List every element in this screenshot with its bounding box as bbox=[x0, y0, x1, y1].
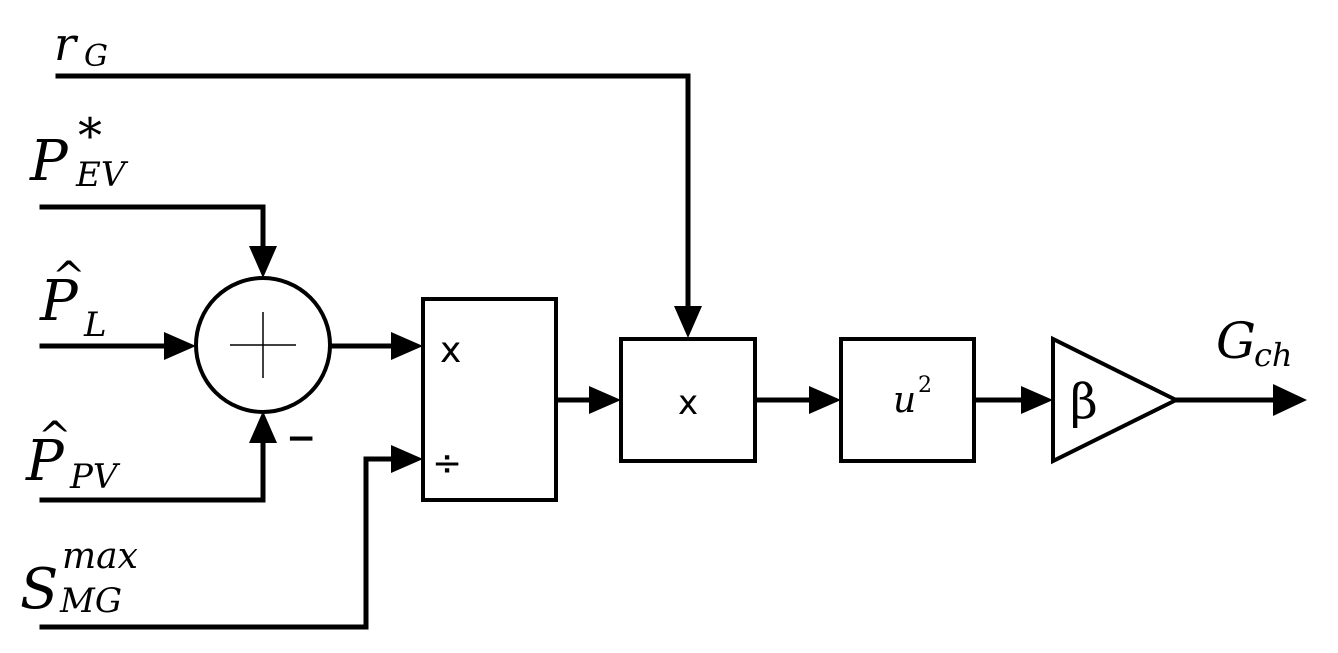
divider-denominator-label: ÷ bbox=[432, 443, 462, 484]
label-rg-sub: G bbox=[84, 39, 108, 74]
divider-numerator-label: x bbox=[440, 330, 461, 371]
label-ppv-hat: ^ bbox=[38, 414, 72, 460]
wire-pev bbox=[39, 204, 266, 255]
label-pl: ^ P L bbox=[39, 254, 107, 345]
label-ppv-main: P bbox=[25, 429, 65, 494]
arrowhead-div-to-mult bbox=[589, 386, 621, 414]
square-base: u bbox=[893, 380, 916, 421]
label-smg-sub: MG bbox=[59, 581, 122, 621]
label-pev-main: P bbox=[29, 129, 69, 194]
label-output-sub: ch bbox=[1254, 336, 1293, 374]
gain-block bbox=[1051, 335, 1181, 465]
arrowhead-ppv bbox=[249, 411, 277, 443]
arrowhead-sum-to-div bbox=[391, 332, 423, 360]
wire-rg bbox=[55, 73, 691, 315]
square-block bbox=[839, 337, 976, 463]
arrowhead-mult-to-sq bbox=[809, 386, 841, 414]
label-output: G ch bbox=[1216, 312, 1293, 374]
multiplier-block bbox=[619, 337, 757, 463]
arrowhead-smg bbox=[391, 445, 423, 473]
gain-label: β bbox=[1070, 374, 1098, 430]
label-rg: r G bbox=[54, 17, 108, 74]
label-ppv-sub: PV bbox=[69, 457, 121, 497]
label-pl-sub: L bbox=[83, 305, 107, 345]
label-smg-sup: max bbox=[62, 536, 138, 577]
label-pev: P * EV bbox=[29, 108, 129, 195]
wire-ppv bbox=[39, 435, 266, 503]
label-ppv: ^ P PV bbox=[25, 414, 121, 497]
label-smg-main: S bbox=[20, 557, 58, 622]
summing-junction bbox=[194, 276, 332, 414]
arrowhead-pev bbox=[249, 246, 277, 278]
label-output-main: G bbox=[1216, 312, 1256, 370]
minus-sign: − bbox=[286, 418, 316, 459]
label-pev-sup: * bbox=[78, 108, 102, 164]
label-pl-main: P bbox=[39, 269, 79, 334]
arrowhead-rg bbox=[674, 306, 702, 338]
multiplier-label: x bbox=[678, 383, 698, 423]
label-pl-hat: ^ bbox=[52, 254, 86, 300]
arrowhead-output bbox=[1273, 384, 1307, 416]
wire-smg bbox=[39, 456, 399, 630]
arrowhead-pl bbox=[164, 332, 196, 360]
label-pev-sub: EV bbox=[75, 155, 129, 195]
divider-block bbox=[421, 297, 558, 502]
label-rg-main: r bbox=[54, 17, 79, 71]
square-exponent: 2 bbox=[918, 373, 932, 398]
arrowhead-sq-to-gain bbox=[1021, 386, 1053, 414]
label-smg: S max MG bbox=[20, 536, 138, 622]
